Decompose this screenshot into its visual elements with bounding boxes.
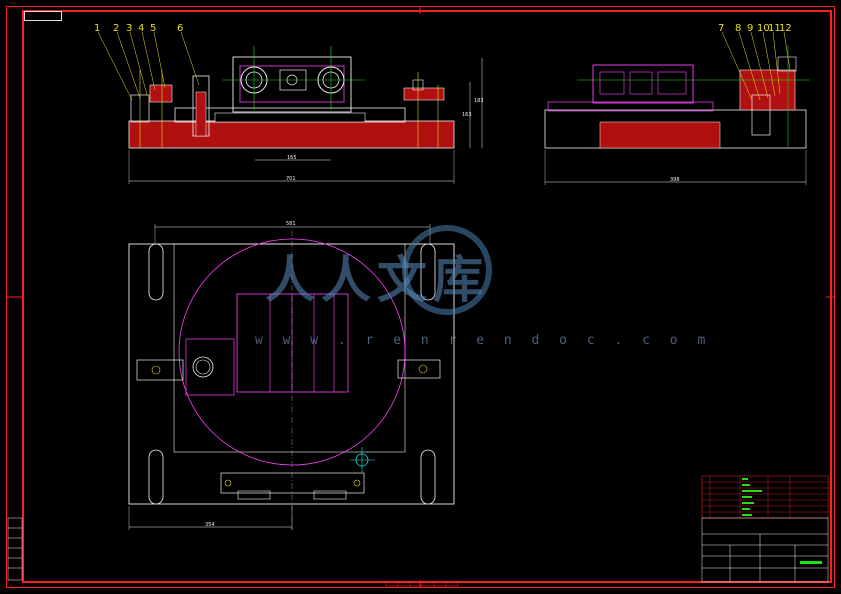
dim-front-width: 701 (286, 176, 296, 182)
frame-center-marks (6, 6, 835, 588)
scale-bar (385, 581, 459, 587)
front-base-section (128, 120, 455, 149)
front-clamp-block (232, 56, 352, 113)
plan-view (128, 224, 455, 530)
balloon-4: 4 (138, 23, 145, 34)
dim-side-width: 398 (670, 177, 680, 183)
side-upper-block (592, 64, 694, 104)
balloon-2: 2 (113, 23, 120, 34)
dim-front-center: 165 (287, 155, 297, 161)
revision-strip (7, 517, 23, 581)
balloon-7: 7 (718, 23, 725, 34)
dim-front-overall-height: 183 (474, 98, 484, 104)
balloon-1: 1 (94, 23, 101, 34)
balloon-9: 9 (747, 23, 754, 34)
balloon-8: 8 (735, 23, 742, 34)
balloon-12: 12 (779, 23, 792, 34)
watermark-brand: 人人文库 (265, 251, 489, 309)
title-tag-box (24, 11, 62, 21)
dim-front-height: 163 (462, 112, 472, 118)
balloon-5: 5 (150, 23, 157, 34)
side-view (544, 31, 810, 185)
title-block-marks (742, 478, 822, 564)
title-block (701, 475, 829, 583)
watermark-url: w w w . r e n r e n d o c . c o m (255, 333, 712, 348)
balloon-11: 11 (768, 23, 781, 34)
watermark-logo (402, 225, 492, 315)
dim-plan-offset: 354 (205, 522, 215, 528)
balloon-6: 6 (177, 23, 184, 34)
balloon-10: 10 (757, 23, 770, 34)
front-view (97, 31, 483, 184)
balloon-3: 3 (126, 23, 133, 34)
dim-plan-width: 581 (286, 221, 296, 227)
